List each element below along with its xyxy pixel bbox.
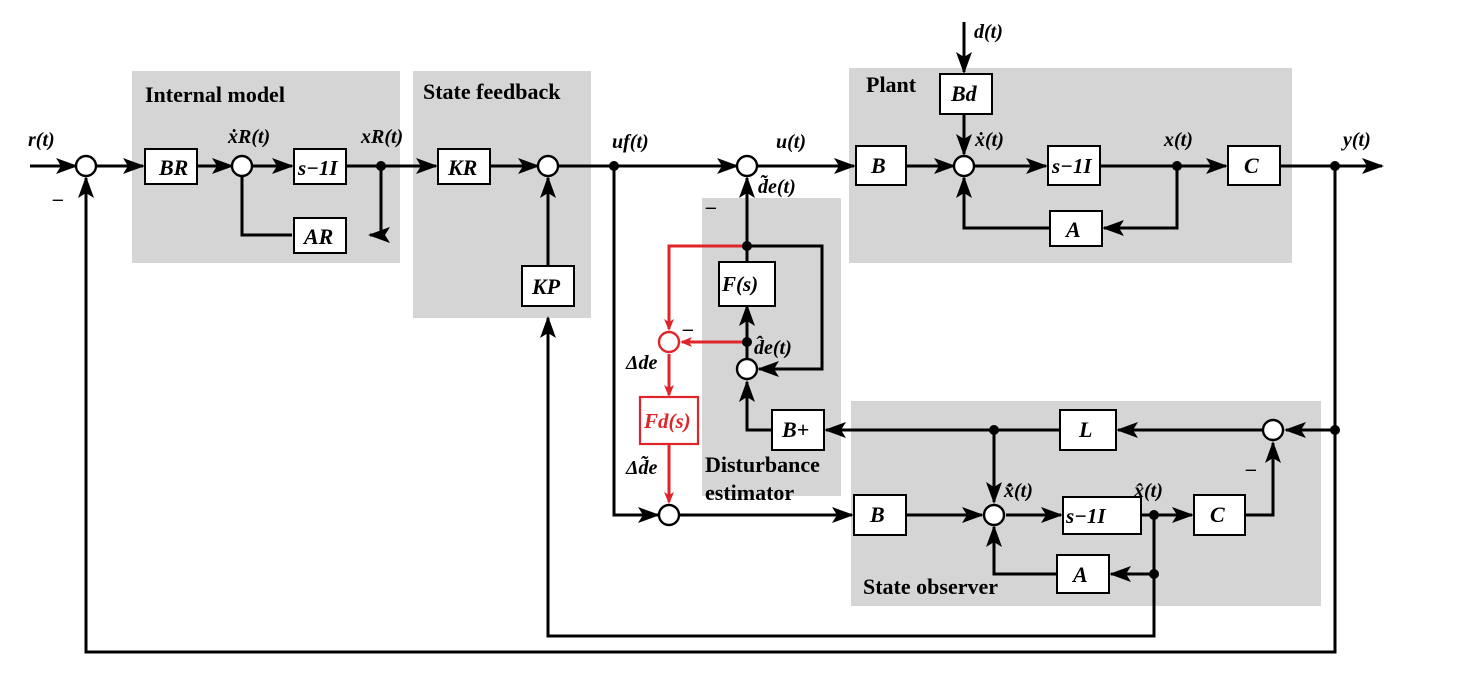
minus-sign-delta: – bbox=[682, 318, 693, 340]
block-Bplus-label: B+ bbox=[781, 417, 809, 442]
block-KP: KP bbox=[521, 265, 575, 307]
wires bbox=[30, 22, 1384, 654]
block-KR-label: KR bbox=[447, 155, 477, 180]
signal-d: d(t) bbox=[974, 21, 1003, 43]
signal-y: y(t) bbox=[1341, 129, 1371, 151]
block-AR-label: AR bbox=[302, 224, 333, 249]
signal-uf: uf(t) bbox=[612, 131, 649, 153]
plant-title: Plant bbox=[866, 72, 917, 97]
block-C-observer: C bbox=[1193, 494, 1246, 536]
block-sI-observer-label: s−1I bbox=[1065, 504, 1106, 528]
block-B-plant-label: B bbox=[870, 153, 886, 178]
minus-sign-output-error: – bbox=[1245, 458, 1256, 480]
block-A-observer-label: A bbox=[1071, 562, 1088, 587]
block-A-plant-label: A bbox=[1064, 217, 1081, 242]
block-F: F(s) bbox=[718, 261, 776, 307]
block-sI-plant: s−1I bbox=[1047, 145, 1101, 186]
signal-de-tilde: d̃e(t) bbox=[758, 175, 796, 198]
block-sI-observer: s−1I bbox=[1062, 496, 1142, 535]
block-Bd: Bd bbox=[939, 73, 993, 115]
internal-model-title: Internal model bbox=[145, 82, 285, 107]
block-sI-internal-label: s−1I bbox=[297, 156, 338, 180]
block-F-label: F(s) bbox=[721, 272, 758, 296]
signal-delta-de: Δde bbox=[625, 352, 658, 374]
junction-dots bbox=[376, 161, 1340, 579]
signal-xR-dot: ẋR(t) bbox=[227, 126, 270, 148]
state-feedback-title: State feedback bbox=[423, 79, 561, 104]
block-B-observer-label: B bbox=[869, 502, 885, 527]
disturbance-estimator-title-2: estimator bbox=[705, 480, 794, 505]
minus-sign-control: – bbox=[705, 196, 716, 218]
signal-x-dot: ẋ(t) bbox=[974, 129, 1004, 151]
summing-junction-state-feedback bbox=[536, 154, 560, 178]
signal-x: x(t) bbox=[1163, 129, 1193, 151]
block-A-plant: A bbox=[1049, 210, 1103, 247]
signal-xhat: x̂(t) bbox=[1133, 480, 1163, 502]
block-KP-label: KP bbox=[531, 274, 561, 299]
block-C-plant: C bbox=[1227, 145, 1281, 186]
state-observer-title: State observer bbox=[863, 574, 998, 599]
summing-junction-control bbox=[735, 154, 759, 178]
summing-junction-plant bbox=[952, 154, 976, 178]
block-Bd-label: Bd bbox=[950, 81, 978, 106]
summing-junction-internal-model bbox=[230, 154, 254, 178]
block-sI-plant-label: s−1I bbox=[1051, 154, 1092, 178]
summing-junction-observer bbox=[982, 503, 1006, 527]
block-sI-internal: s−1I bbox=[293, 148, 347, 185]
block-KR: KR bbox=[437, 148, 491, 185]
block-C-plant-label: C bbox=[1244, 153, 1259, 178]
signal-r: r(t) bbox=[28, 129, 55, 151]
summing-junction-estimator bbox=[735, 357, 759, 381]
disturbance-estimator-title-1: Disturbance bbox=[705, 452, 820, 477]
minus-sign-reference: – bbox=[52, 188, 63, 210]
summing-junction-output-error bbox=[1261, 418, 1285, 442]
signal-xhat-dot: x̂̇(t) bbox=[1003, 480, 1033, 502]
block-L-label: L bbox=[1078, 417, 1092, 442]
summing-junction-observer-input bbox=[657, 503, 681, 527]
block-Fd: Fd(s) bbox=[638, 395, 700, 446]
signal-xR: xR(t) bbox=[360, 126, 403, 148]
block-A-observer: A bbox=[1056, 554, 1110, 594]
block-B-plant: B bbox=[855, 145, 907, 186]
block-AR: AR bbox=[293, 217, 347, 254]
block-C-observer-label: C bbox=[1210, 502, 1225, 527]
block-Bplus: B+ bbox=[771, 409, 825, 451]
block-BR-label: BR bbox=[158, 155, 188, 180]
block-L: L bbox=[1059, 409, 1117, 451]
summing-junction-delta-de bbox=[657, 330, 681, 354]
summing-junction-reference bbox=[74, 154, 98, 178]
signal-u: u(t) bbox=[776, 131, 806, 153]
red-wires bbox=[664, 244, 747, 504]
block-BR: BR bbox=[144, 148, 198, 185]
block-Fd-label: Fd(s) bbox=[643, 409, 691, 433]
signal-delta-de-tilde: Δd̃e bbox=[625, 456, 658, 479]
block-B-observer: B bbox=[853, 494, 907, 536]
signal-de-hat: d̂e(t) bbox=[754, 334, 792, 359]
